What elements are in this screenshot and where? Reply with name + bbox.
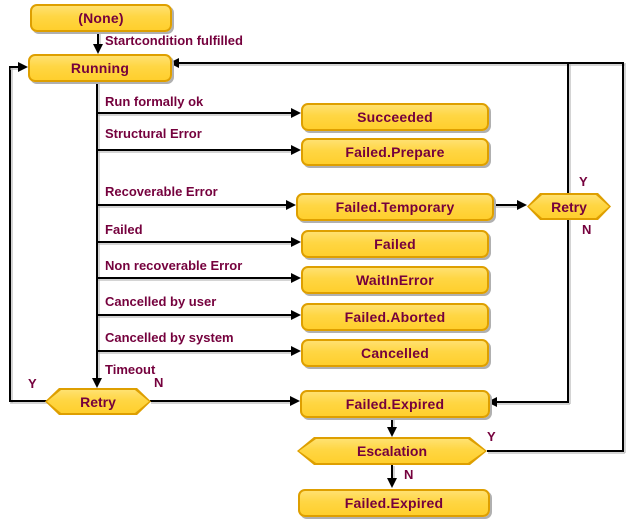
connector-line [391, 414, 393, 430]
arrow-down-icon [387, 478, 397, 488]
state-node-failed-temporary: Failed.Temporary [296, 193, 494, 221]
arrow-right-icon [291, 145, 301, 155]
state-node-failed-aborted: Failed.Aborted [301, 303, 489, 331]
connector-line [489, 204, 519, 206]
arrow-down-icon [92, 378, 102, 388]
edge-label-structural-error: Structural Error [105, 126, 202, 141]
arrow-down-icon [93, 44, 103, 54]
connector-line [9, 400, 47, 402]
edge-label-timeout: Timeout [105, 362, 156, 377]
decision-escalation: Escalation [297, 437, 487, 465]
state-node-failed-expired: Failed.Expired [300, 390, 490, 418]
connector-line [9, 66, 11, 402]
edge-label-cancelled-by-system: Cancelled by system [105, 330, 234, 345]
decision-label: Escalation [356, 443, 428, 459]
hexagon-shape [47, 390, 149, 413]
edge-label-escalation-no: N [404, 467, 414, 482]
arrow-right-icon [291, 237, 301, 247]
edge-label-non-recoverable-error: Non recoverable Error [105, 258, 243, 273]
decision-retry-timeout: Retry [45, 388, 151, 415]
arrow-right-icon [291, 273, 301, 283]
arrow-right-icon [517, 200, 527, 210]
arrow-left-icon [169, 58, 179, 68]
connector-line [150, 400, 291, 402]
edge-label-startcondition: Startcondition fulfilled [105, 33, 243, 48]
edge-label-cancelled-by-user: Cancelled by user [105, 294, 217, 309]
state-node-running: Running [28, 54, 172, 82]
edge-label-retry-timeout-yes: Y [28, 376, 37, 391]
connector-line [97, 241, 292, 243]
connector-line [487, 450, 624, 452]
connector-line [96, 78, 98, 380]
edge-label-failed: Failed [105, 222, 143, 237]
state-node-succeeded: Succeeded [301, 103, 489, 131]
edge-label-retry-temporary-yes: Y [579, 174, 588, 189]
arrow-right-icon [290, 396, 300, 406]
state-node-failed-prepare: Failed.Prepare [301, 138, 489, 166]
connector-line [97, 277, 292, 279]
connector-line [391, 465, 393, 480]
arrow-right-icon [286, 200, 296, 210]
connector-line [176, 62, 624, 64]
connector-line [493, 401, 569, 403]
arrow-right-icon [18, 62, 28, 72]
arrow-right-icon [291, 108, 301, 118]
hexagon-shape [529, 195, 609, 218]
edge-label-run-formally-ok: Run formally ok [105, 94, 204, 109]
state-node-wait-in-error: WaitInError [301, 266, 489, 294]
connector-line [567, 63, 569, 403]
state-node-none: (None) [30, 4, 172, 32]
state-node-failed-expired-final: Failed.Expired [298, 489, 490, 517]
connector-line [97, 28, 99, 46]
decision-retry-temporary: Retry [527, 193, 611, 220]
connector-line [622, 62, 624, 452]
edge-label-retry-temporary-no: N [582, 222, 592, 237]
edge-label-escalation-yes: Y [487, 429, 496, 444]
connector-line [97, 204, 287, 206]
connector-line [97, 149, 292, 151]
state-node-failed: Failed [301, 230, 489, 258]
hexagon-shape [299, 439, 485, 463]
edge-label-retry-timeout-no: N [154, 375, 164, 390]
state-node-cancelled: Cancelled [301, 339, 489, 367]
connector-line [9, 66, 20, 68]
arrow-down-icon [387, 427, 397, 437]
decision-label: Retry [551, 198, 587, 215]
arrow-right-icon [291, 346, 301, 356]
connector-line [97, 350, 292, 352]
decision-label: Retry [80, 393, 116, 410]
arrow-left-icon [487, 397, 497, 407]
connector-line [97, 112, 292, 114]
connector-line [97, 314, 292, 316]
edge-label-recoverable-error: Recoverable Error [105, 184, 218, 199]
arrow-right-icon [291, 310, 301, 320]
